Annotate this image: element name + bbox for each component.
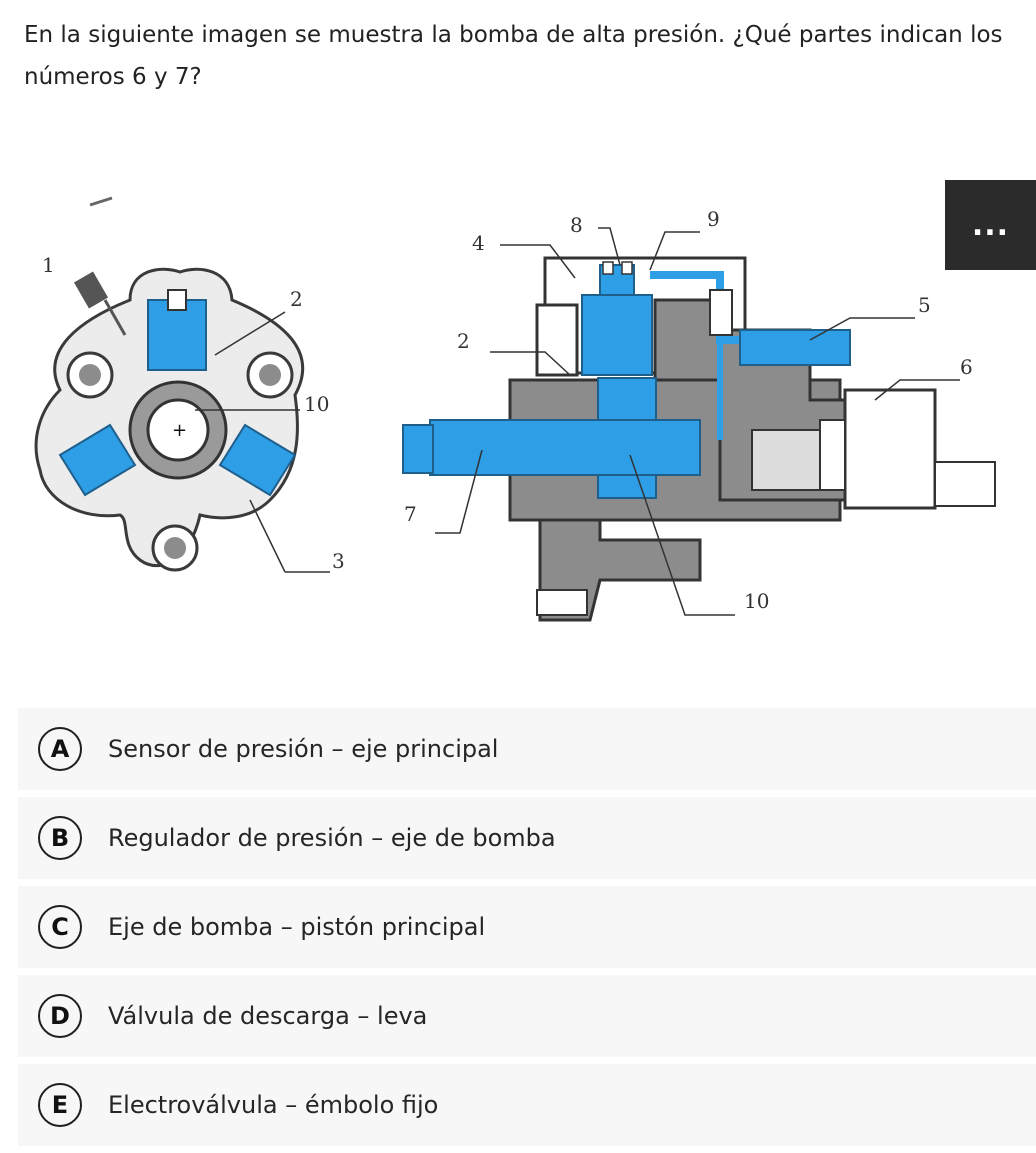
more-options-button[interactable]: ... (945, 180, 1036, 270)
right-label-8: 8 (570, 213, 583, 237)
answer-options: A Sensor de presión – eje principal B Re… (18, 708, 1036, 1153)
option-letter: C (38, 905, 82, 949)
option-a[interactable]: A Sensor de presión – eje principal (18, 708, 1036, 790)
option-text: Válvula de descarga – leva (108, 1002, 428, 1030)
left-label-2: 2 (290, 287, 303, 311)
option-b[interactable]: B Regulador de presión – eje de bomba (18, 797, 1036, 879)
option-e[interactable]: E Electroválvula – émbolo fijo (18, 1064, 1036, 1146)
right-label-7: 7 (404, 502, 417, 526)
option-text: Sensor de presión – eje principal (108, 735, 499, 763)
right-label-10: 10 (744, 589, 769, 613)
option-d[interactable]: D Válvula de descarga – leva (18, 975, 1036, 1057)
svg-text:+: + (172, 420, 187, 441)
option-text: Regulador de presión – eje de bomba (108, 824, 556, 852)
option-text: Electroválvula – émbolo fijo (108, 1091, 439, 1119)
longitudinal-pump-view: 4 8 9 5 2 6 7 10 (402, 207, 996, 622)
option-letter: D (38, 994, 82, 1038)
option-letter: A (38, 727, 82, 771)
option-letter: E (38, 1083, 82, 1127)
right-label-6: 6 (960, 355, 973, 379)
left-label-1: 1 (42, 253, 55, 277)
pump-diagram: + 1 2 10 3 (34, 196, 996, 622)
option-text: Eje de bomba – pistón principal (108, 913, 486, 941)
option-letter: B (38, 816, 82, 860)
radial-pump-view: + 1 2 10 3 (34, 196, 345, 573)
left-label-3: 3 (332, 549, 345, 573)
left-label-10: 10 (304, 392, 329, 416)
question-text: En la siguiente imagen se muestra la bom… (24, 22, 1003, 90)
right-label-5: 5 (918, 293, 931, 317)
right-label-2: 2 (457, 329, 470, 353)
right-label-4: 4 (472, 231, 485, 255)
option-c[interactable]: C Eje de bomba – pistón principal (18, 886, 1036, 968)
right-label-9: 9 (707, 207, 720, 231)
